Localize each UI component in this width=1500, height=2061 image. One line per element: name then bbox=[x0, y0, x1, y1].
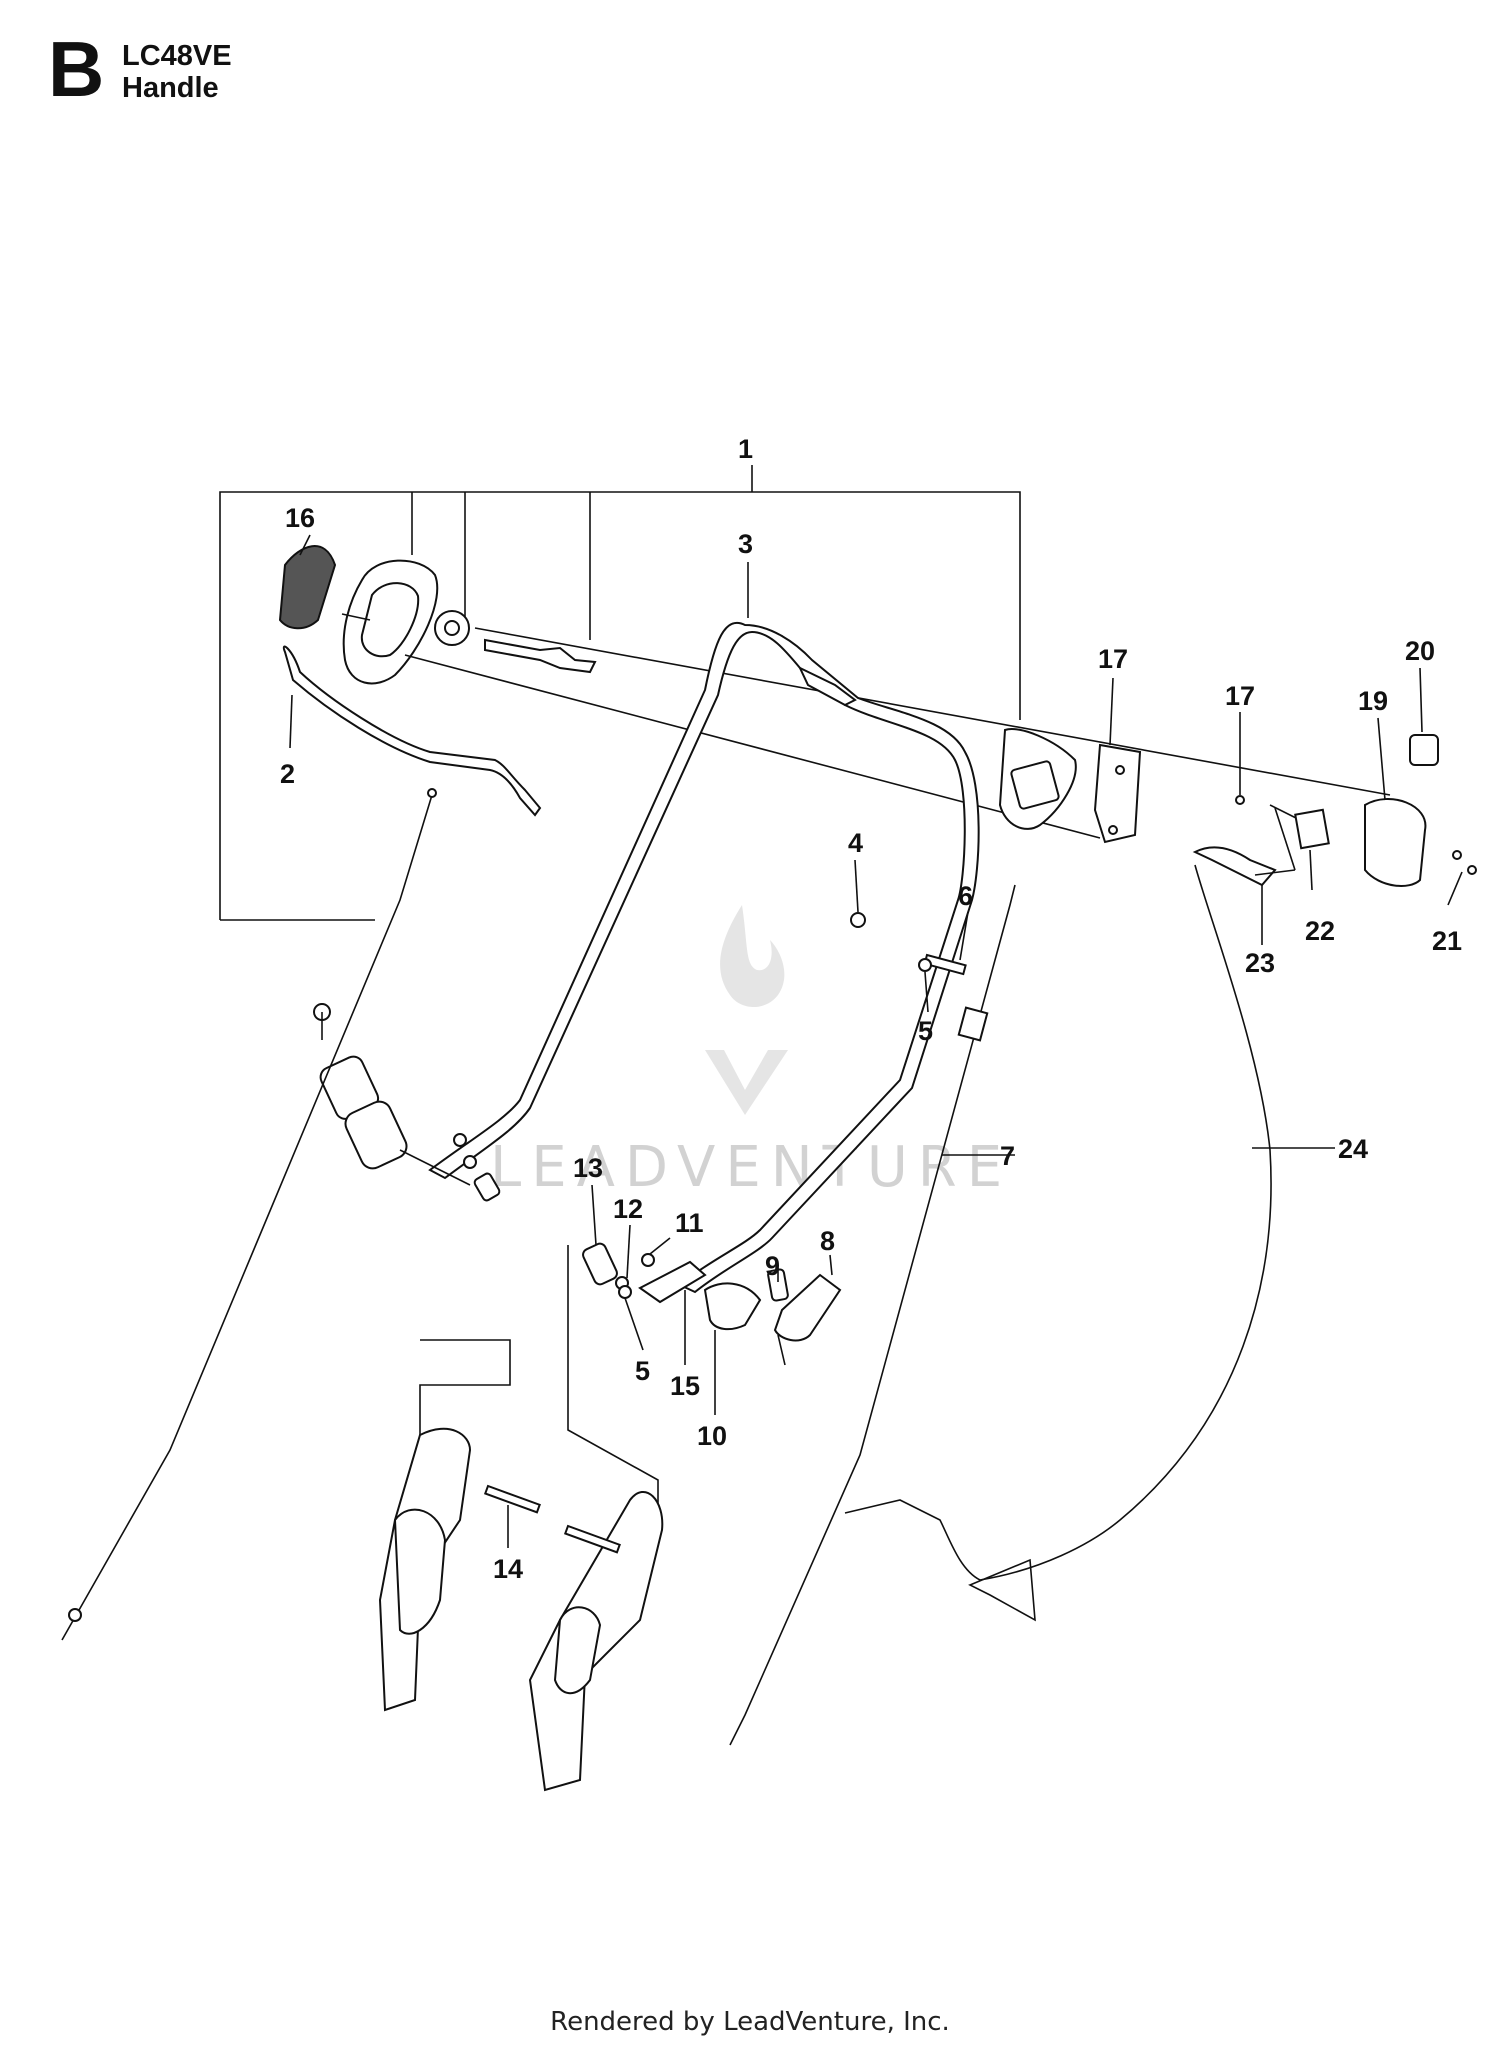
callout-10: 10 bbox=[697, 1421, 727, 1451]
model-number: LC48VE bbox=[122, 40, 232, 72]
watermark-logo bbox=[705, 905, 788, 1115]
callout-labels: 1 16 3 2 17 17 20 19 4 6 5 22 21 23 7 24… bbox=[280, 434, 1462, 1584]
callout-20: 20 bbox=[1405, 636, 1435, 666]
callout-16: 16 bbox=[285, 503, 315, 533]
assembly-bracket bbox=[219, 465, 1021, 921]
callout-12: 12 bbox=[613, 1194, 643, 1224]
handle-brackets-left bbox=[313, 1003, 501, 1202]
callout-17b: 17 bbox=[1225, 681, 1255, 711]
callout-13: 13 bbox=[573, 1153, 603, 1183]
drive-cable-part bbox=[61, 794, 433, 1641]
callout-22: 22 bbox=[1305, 916, 1335, 946]
callout-9: 9 bbox=[765, 1251, 780, 1281]
page-title: Handle bbox=[122, 72, 219, 104]
lower-right-components bbox=[582, 1242, 842, 1366]
callout-4: 4 bbox=[848, 828, 863, 858]
throttle-cable-part bbox=[729, 884, 1016, 1746]
callout-15: 15 bbox=[670, 1371, 700, 1401]
brake-rod-part bbox=[844, 864, 1272, 1581]
callout-19: 19 bbox=[1358, 686, 1388, 716]
callout-7: 7 bbox=[1000, 1141, 1015, 1171]
grip-cover-part bbox=[278, 545, 337, 630]
callout-21: 21 bbox=[1432, 926, 1462, 956]
right-side-controls bbox=[998, 728, 1477, 887]
callout-17a: 17 bbox=[1098, 644, 1128, 674]
handle-tube-part bbox=[428, 621, 980, 1294]
callout-14: 14 bbox=[493, 1554, 523, 1584]
callout-23: 23 bbox=[1245, 948, 1275, 978]
footer-credit: Rendered by LeadVenture, Inc. bbox=[550, 2007, 950, 2037]
callout-1: 1 bbox=[738, 434, 753, 464]
bail-bar-part bbox=[282, 645, 542, 817]
callout-6: 6 bbox=[958, 881, 973, 911]
callout-8: 8 bbox=[820, 1226, 835, 1256]
lower-mounting-brackets bbox=[378, 1245, 664, 1792]
section-letter: B bbox=[48, 25, 105, 113]
callout-2: 2 bbox=[280, 759, 295, 789]
nut-part bbox=[850, 912, 866, 928]
leader-lines bbox=[289, 534, 1463, 1548]
callout-5b: 5 bbox=[635, 1356, 650, 1386]
callout-24: 24 bbox=[1338, 1134, 1368, 1164]
watermark-text: LEADVENTURE bbox=[490, 1135, 1012, 1200]
callout-3: 3 bbox=[738, 529, 753, 559]
callout-11: 11 bbox=[675, 1208, 704, 1238]
callout-5a: 5 bbox=[918, 1016, 933, 1046]
